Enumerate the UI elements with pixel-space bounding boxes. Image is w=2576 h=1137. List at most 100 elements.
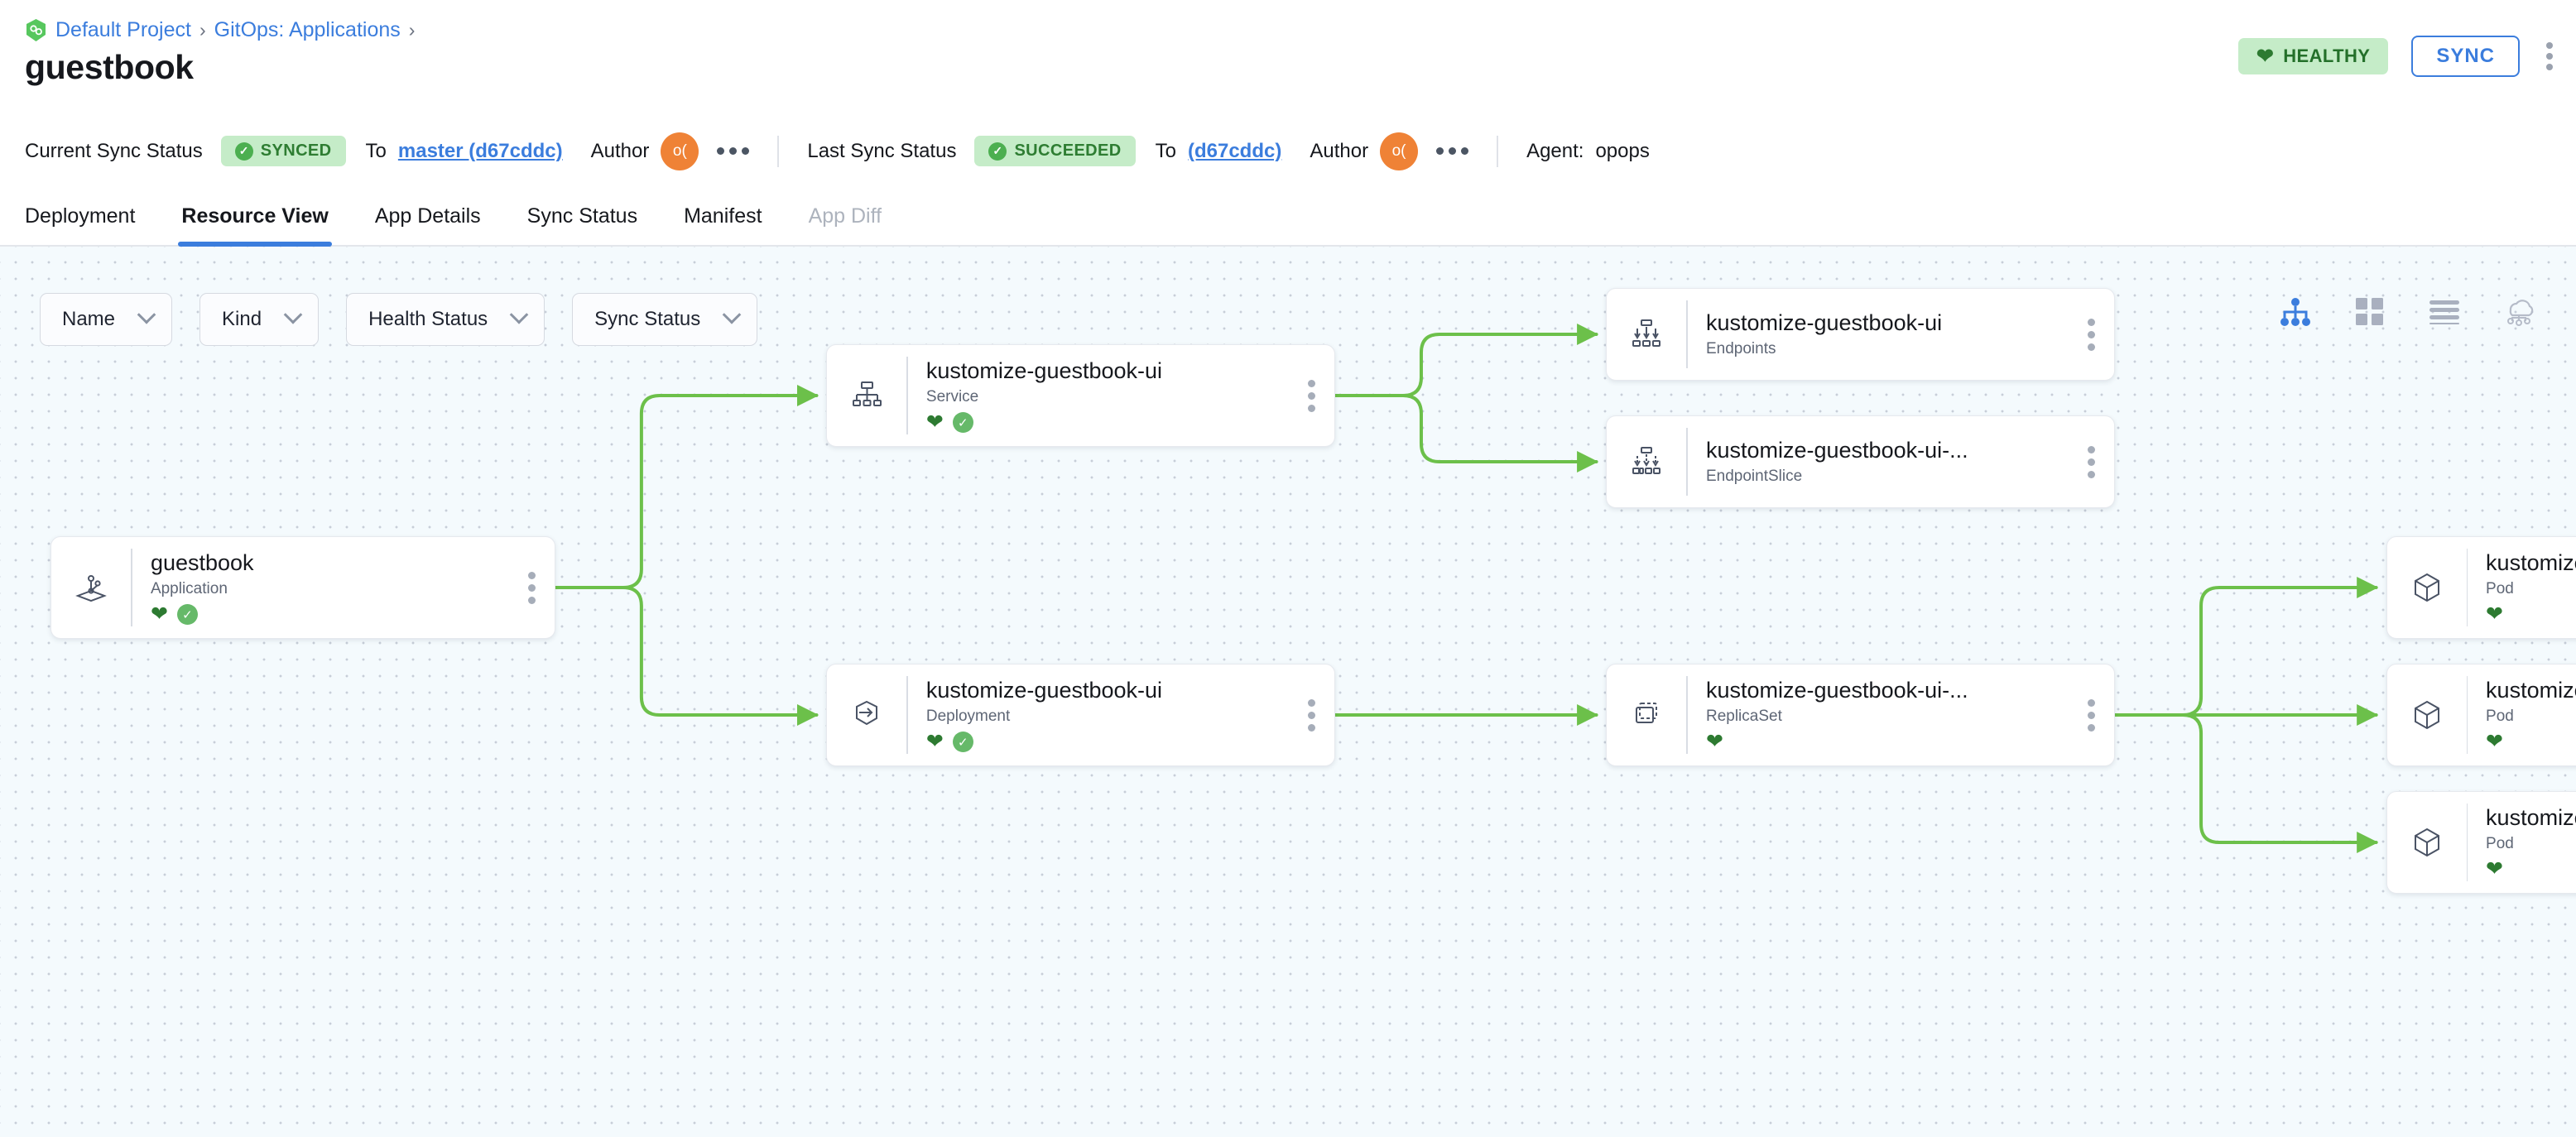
- breadcrumb-separator-1: ›: [199, 19, 206, 41]
- check-circle-icon: ✓: [176, 604, 198, 625]
- node-name: kustomize-guestbook-ui-...: [2486, 549, 2576, 575]
- node-menu-icon[interactable]: [2069, 445, 2114, 478]
- heart-icon: ❤: [925, 730, 944, 753]
- edge-rs-to-pod1: [2112, 577, 2379, 717]
- heart-icon: ❤: [2486, 602, 2503, 626]
- filter-label: Name: [62, 308, 116, 330]
- tab-bar: Deployment Resource View App Details Sync S…: [0, 184, 2576, 247]
- resource-graph-canvas[interactable]: Name Kind Health Status Sync Status: [0, 247, 2576, 1137]
- node-name: kustomize-guestbook-ui: [925, 357, 1163, 383]
- node-kind: ReplicaSet: [1705, 707, 1782, 725]
- view-mode-switcher: [2278, 295, 2536, 329]
- list-view-icon[interactable]: [2427, 295, 2462, 329]
- filter-label: Sync Status: [594, 308, 701, 330]
- deployment-icon: [827, 697, 906, 733]
- endpoints-icon: [1607, 316, 1686, 353]
- node-name: kustomize-guestbook-ui: [925, 677, 1163, 703]
- tab-sync-status[interactable]: Sync Status: [526, 204, 638, 228]
- current-author-avatar[interactable]: o(: [661, 132, 699, 170]
- current-sync-status-value: SYNCED: [260, 142, 332, 160]
- node-name: kustomize-guestbook-ui: [1705, 310, 1943, 335]
- service-icon: [827, 377, 906, 414]
- last-to-label: To: [1155, 139, 1176, 162]
- node-body: kustomize-guestbook-ui-...Pod❤: [2468, 550, 2576, 626]
- application-icon: [51, 569, 131, 606]
- header-overflow-menu-icon[interactable]: [2543, 39, 2556, 74]
- filter-health-status[interactable]: Health Status: [346, 293, 545, 346]
- edge-app-to-dep: [553, 586, 819, 726]
- resource-node-pod[interactable]: kustomize-guestbook-ui-...Pod❤: [2386, 791, 2576, 894]
- node-divider: [131, 549, 132, 626]
- node-menu-icon[interactable]: [510, 571, 555, 604]
- node-menu-icon[interactable]: [2069, 318, 2114, 351]
- breadcrumb: Default Project › GitOps: Applications ›: [25, 18, 415, 42]
- breadcrumb-item-gitops-applications[interactable]: GitOps: Applications: [214, 18, 401, 41]
- resource-node-replicaset[interactable]: kustomize-guestbook-ui-...ReplicaSet❤: [1606, 664, 2115, 766]
- filter-sync-status[interactable]: Sync Status: [572, 293, 758, 346]
- resource-node-pod[interactable]: kustomize-guestbook-ui-...Pod❤: [2386, 664, 2576, 766]
- current-to-label: To: [365, 139, 387, 162]
- status-badge-healthy: ❤ HEALTHY: [2237, 38, 2389, 74]
- last-sync-status-chip: ✓ SUCCEEDED: [974, 136, 1136, 166]
- graph-edges: [553, 324, 2379, 853]
- node-name: kustomize-guestbook-ui-...: [2486, 804, 2576, 830]
- pod-icon: [2387, 569, 2467, 606]
- sync-button[interactable]: SYNC: [2411, 36, 2520, 77]
- last-author-avatar[interactable]: o(: [1380, 132, 1419, 170]
- node-divider: [906, 357, 908, 434]
- current-author-label: Author: [590, 139, 650, 162]
- node-kind: Pod: [2486, 834, 2514, 852]
- node-body: kustomize-guestbook-ui-...Pod❤: [2468, 805, 2576, 880]
- heart-icon: ❤: [150, 602, 168, 626]
- tab-resource-view[interactable]: Resource View: [178, 204, 333, 247]
- breadcrumb-separator-2: ›: [408, 19, 416, 41]
- node-menu-icon[interactable]: [1290, 698, 1334, 732]
- chevron-down-icon: [509, 305, 529, 324]
- node-divider: [2466, 804, 2468, 881]
- node-kind: Service: [925, 387, 979, 405]
- filter-kind[interactable]: Kind: [199, 293, 320, 346]
- filter-label: Kind: [222, 308, 262, 330]
- node-divider: [2466, 549, 2468, 626]
- header-actions: ❤ HEALTHY SYNC: [2237, 36, 2556, 77]
- node-body: kustomize-guestbook-ui-...EndpointSlice: [1688, 438, 2069, 486]
- heart-icon: ❤: [925, 410, 944, 434]
- current-revision-link[interactable]: master (d67cddc): [397, 139, 563, 162]
- node-status-icons: ❤✓: [926, 412, 1281, 434]
- node-body: kustomize-guestbook-ui-...ReplicaSet❤: [1688, 678, 2069, 753]
- grid-view-icon[interactable]: [2353, 295, 2387, 329]
- heart-icon: ❤: [1705, 730, 1723, 753]
- breadcrumb-item-default-project[interactable]: Default Project: [55, 18, 191, 41]
- node-divider: [1686, 428, 1688, 496]
- chevron-down-icon: [722, 305, 742, 324]
- current-sync-status-chip: ✓ SYNCED: [220, 136, 346, 166]
- tab-deployment[interactable]: Deployment: [25, 204, 136, 228]
- status-divider-1: [777, 135, 780, 167]
- resource-node-pod[interactable]: kustomize-guestbook-ui-...Pod❤: [2386, 536, 2576, 639]
- node-menu-icon[interactable]: [1290, 379, 1334, 412]
- last-sync-overflow-icon[interactable]: [1436, 147, 1469, 155]
- network-view-icon[interactable]: [2502, 295, 2536, 329]
- filter-name[interactable]: Name: [40, 293, 173, 346]
- pod-icon: [2387, 697, 2467, 733]
- check-circle-icon: ✓: [952, 412, 973, 433]
- tab-app-diff: App Diff: [808, 204, 882, 228]
- tab-manifest[interactable]: Manifest: [684, 204, 762, 228]
- edge-svc-to-ep: [1333, 324, 1599, 397]
- node-menu-icon[interactable]: [2069, 698, 2114, 732]
- resource-node-endpointslice[interactable]: kustomize-guestbook-ui-...EndpointSlice: [1606, 415, 2115, 508]
- last-revision-link[interactable]: (d67cddc): [1187, 139, 1282, 162]
- filter-bar: Name Kind Health Status Sync Status: [40, 293, 758, 346]
- current-sync-overflow-icon[interactable]: [717, 147, 750, 155]
- tree-view-icon[interactable]: [2278, 295, 2313, 329]
- tab-app-details[interactable]: App Details: [374, 204, 481, 228]
- last-sync-status-value: SUCCEEDED: [1014, 142, 1122, 160]
